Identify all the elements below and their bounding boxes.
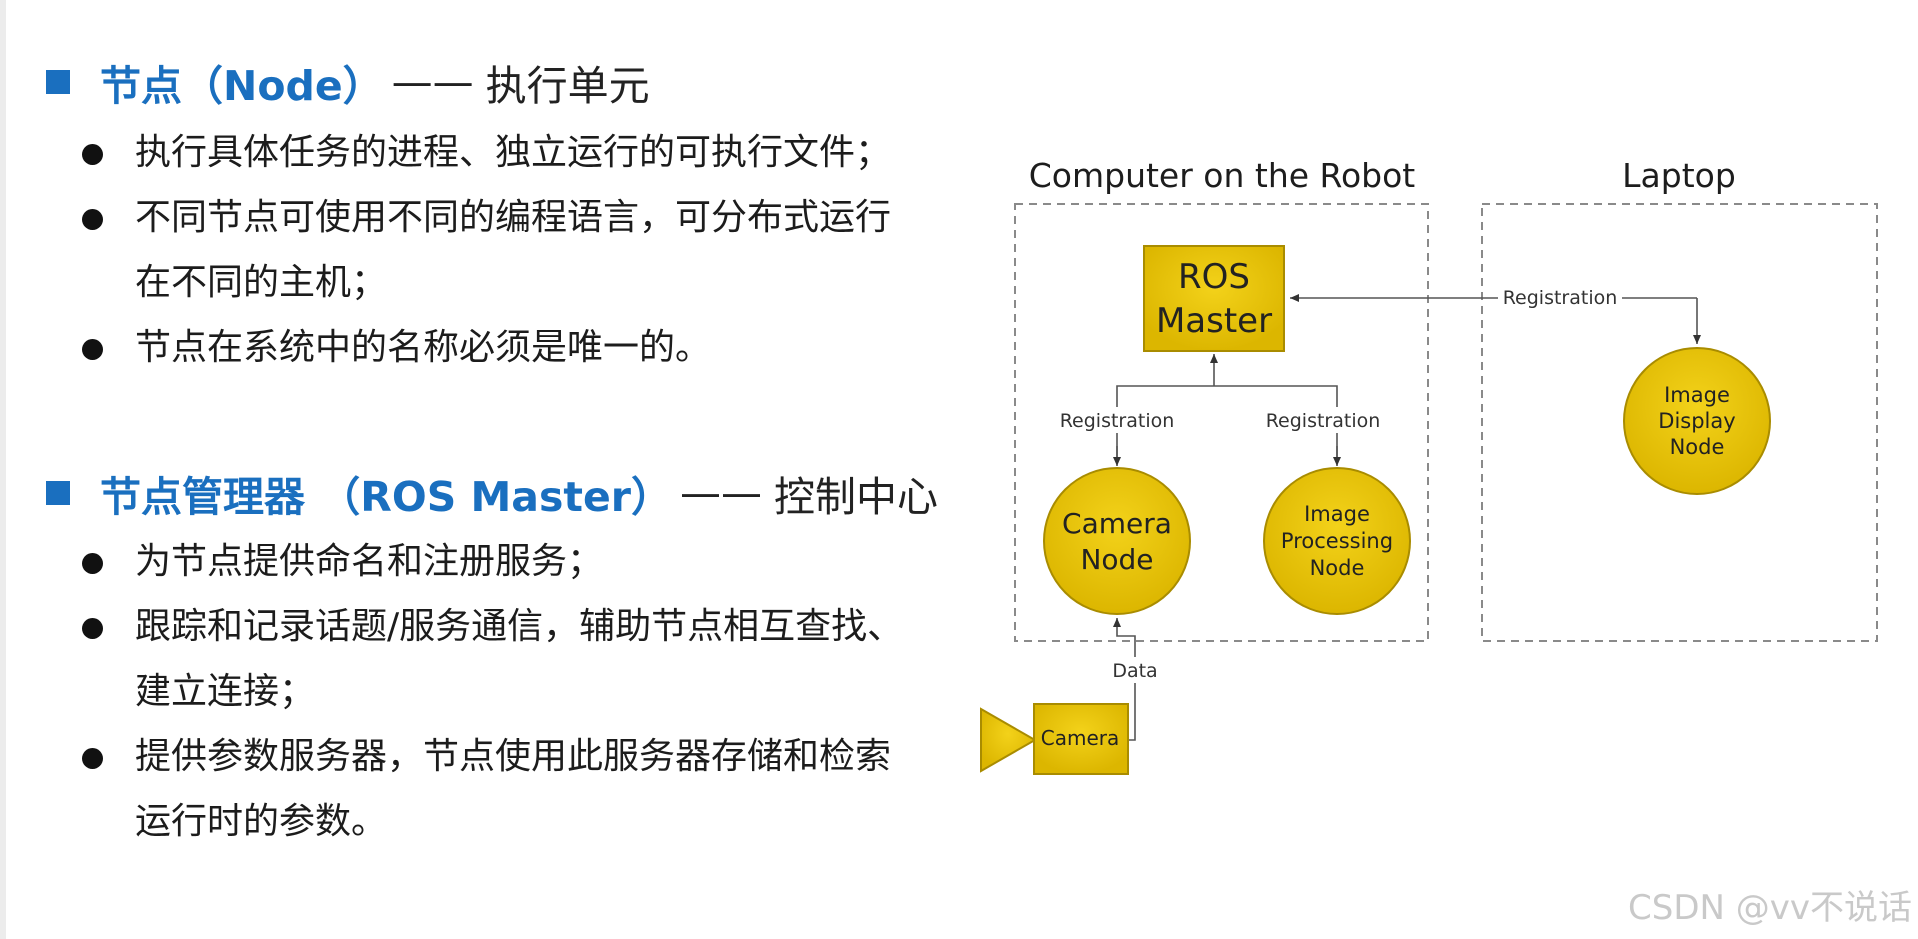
group-robot-box [1014,203,1429,642]
edge-label-registration-left: Registration [1060,410,1175,432]
group-robot-title: Computer on the Robot [1029,156,1416,195]
section-node-dash: —— [391,58,474,106]
square-bullet-icon [46,70,70,94]
image-display-node-circle: Image Display Node [1623,347,1771,495]
section-ros-master-title: 节点管理器 （ROS Master） [100,473,672,521]
bullet-text: 执行具体任务的进程、独立运行的可执行文件； [135,132,892,173]
bullet-text: 跟踪和记录话题/服务通信，辅助节点相互查找、建立连接； [135,606,904,712]
bullet-dot-icon [82,144,103,165]
label-bg [1498,285,1622,311]
list-item: 跟踪和记录话题/服务通信，辅助节点相互查找、建立连接； [82,594,925,724]
camera-lens-icon [980,707,1038,773]
square-bullet-icon [46,481,70,505]
page-left-edge [0,0,6,939]
image-processing-node-label-line1: Image [1304,502,1370,526]
image-processing-node-circle: Image Processing Node [1263,467,1411,615]
section-node-heading: 节点（Node） —— 执行单元 [46,52,650,112]
section-node-bullets: 执行具体任务的进程、独立运行的可执行文件； 不同节点可使用不同的编程语言，可分布… [82,120,925,380]
bullet-dot-icon [82,209,103,230]
section-ros-master-bullets: 为节点提供命名和注册服务； 跟踪和记录话题/服务通信，辅助节点相互查找、建立连接… [82,529,925,854]
image-processing-node-label-line2: Processing [1281,529,1393,553]
section-ros-master-subtitle: 控制中心 [774,473,938,521]
list-item: 节点在系统中的名称必须是唯一的。 [82,315,925,380]
section-node-subtitle: 执行单元 [485,62,650,110]
label-bg [1062,407,1172,433]
list-item: 为节点提供命名和注册服务； [82,529,925,594]
image-display-node-label-line3: Node [1670,435,1725,459]
bullet-text: 提供参数服务器，节点使用此服务器存储和检索运行时的参数。 [135,736,892,842]
watermark: CSDN @vv不说话 [1628,888,1912,928]
edge-label-registration-right: Registration [1266,410,1381,432]
ros-master-label-line1: ROS [1178,257,1250,297]
section-node-title: 节点（Node） [100,62,384,110]
bullet-dot-icon [82,618,103,639]
bullet-text: 不同节点可使用不同的编程语言，可分布式运行在不同的主机； [135,197,892,303]
section-ros-master-heading: 节点管理器 （ROS Master） —— 控制中心 [46,463,938,523]
camera-node-circle: Camera Node [1043,467,1191,615]
bullet-dot-icon [82,748,103,769]
image-processing-node-label-line3: Node [1310,556,1365,580]
bullet-text: 节点在系统中的名称必须是唯一的。 [135,327,712,368]
list-item: 提供参数服务器，节点使用此服务器存储和检索运行时的参数。 [82,724,925,854]
bullet-dot-icon [82,553,103,574]
section-ros-master: 节点管理器 （ROS Master） —— 控制中心 [46,463,938,523]
camera-label: Camera [1041,726,1120,750]
data-arrow-camera-to-node [1113,618,1136,741]
bullet-dot-icon [82,339,103,360]
group-laptop-title: Laptop [1622,156,1736,195]
camera-node-label-line2: Node [1080,543,1153,576]
camera-node-label-line1: Camera [1062,507,1172,540]
edge-label-data: Data [1112,660,1157,682]
camera-body [1033,703,1129,775]
ros-master-box: ROS Master [1143,245,1285,352]
group-laptop-box [1481,203,1878,642]
label-bg [1262,407,1412,433]
camera-device: Camera [980,703,1129,775]
section-node: 节点（Node） —— 执行单元 [46,52,650,112]
edge-label-registration-laptop: Registration [1503,287,1618,309]
image-display-node-label-line2: Display [1658,409,1735,433]
list-item: 执行具体任务的进程、独立运行的可执行文件； [82,120,925,185]
list-item: 不同节点可使用不同的编程语言，可分布式运行在不同的主机； [82,185,925,315]
section-ros-master-dash: —— [680,469,762,517]
ros-master-label-line2: Master [1156,301,1272,341]
bullet-text: 为节点提供命名和注册服务； [135,541,604,582]
image-display-node-label-line1: Image [1664,383,1730,407]
label-bg [1108,657,1162,683]
